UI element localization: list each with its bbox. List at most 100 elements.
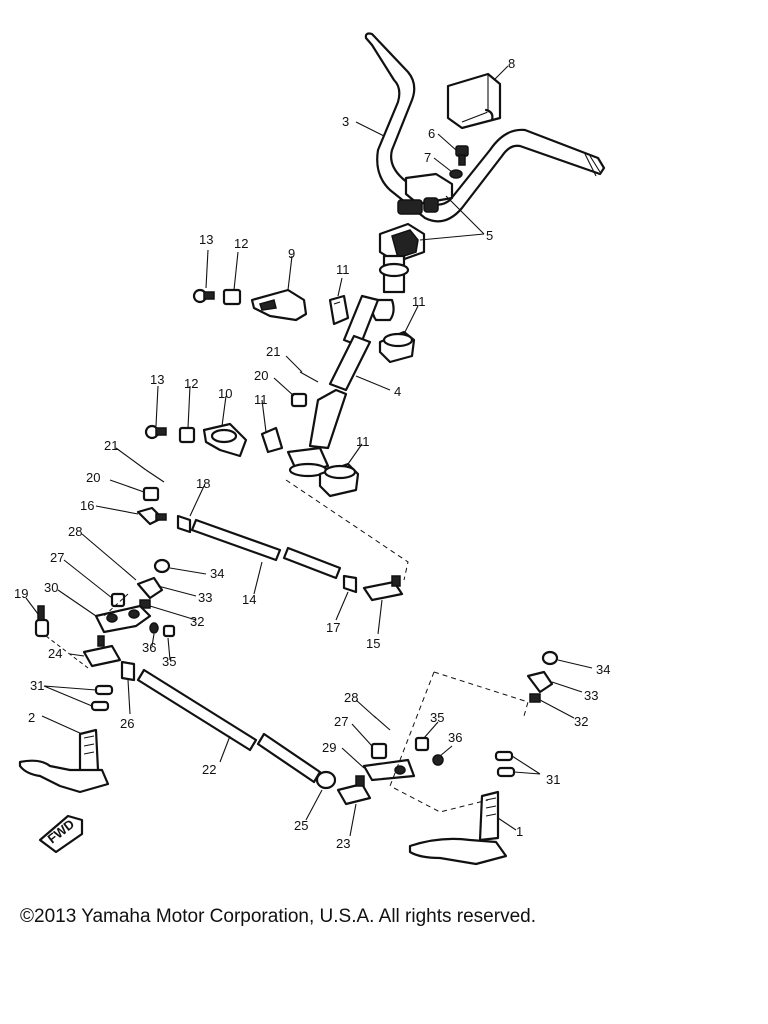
cotter-pin-28a (121, 567, 137, 581)
tie-rod-end-23 (336, 775, 372, 806)
washer-7 (449, 169, 463, 179)
part-label-13b: 13 (150, 372, 164, 387)
assembly-guides (45, 479, 529, 813)
part-label-27b: 27 (334, 714, 348, 729)
locknut-18 (176, 514, 192, 534)
part-label-33a: 33 (198, 590, 212, 605)
part-label-34a: 34 (210, 566, 224, 581)
pitman-arm-30 (94, 604, 152, 634)
column-clamp-11c (260, 426, 284, 454)
part-label-4: 4 (394, 384, 401, 399)
column-clamp-11d (318, 462, 360, 498)
part-label-10: 10 (218, 386, 232, 401)
bolt-13b (144, 424, 167, 440)
part-label-14: 14 (242, 592, 256, 607)
column-bracket-9 (250, 288, 308, 322)
cotter-pin-21a (299, 371, 319, 383)
washer-36a (149, 622, 159, 634)
part-labels: 8 3 6 7 5 13 12 9 11 11 21 20 4 13 12 10… (14, 56, 610, 851)
tie-rod-14 (190, 518, 342, 580)
locknut-26 (120, 660, 136, 682)
part-label-28b: 28 (344, 690, 358, 705)
part-label-8: 8 (508, 56, 515, 71)
nut-20a (290, 392, 308, 408)
part-label-5: 5 (486, 228, 493, 243)
bolt-19 (34, 605, 50, 638)
part-label-31a: 31 (30, 678, 44, 693)
part-label-16: 16 (80, 498, 94, 513)
part-label-17: 17 (326, 620, 340, 635)
tie-rod-end-24 (82, 635, 122, 668)
part-label-24: 24 (48, 646, 62, 661)
cotter-pin-21b (145, 469, 165, 483)
part-label-32a: 32 (190, 614, 204, 629)
part-label-35b: 35 (430, 710, 444, 725)
bolt-6 (455, 145, 469, 166)
steering-parts-diagram: FWD 8 3 6 7 5 13 12 9 11 11 21 20 4 13 1… (14, 32, 610, 866)
column-bracket-10 (202, 422, 248, 458)
tie-rod-22 (136, 668, 322, 784)
part-label-23: 23 (336, 836, 350, 851)
column-clamp-11a (328, 294, 350, 326)
nut-12a (222, 288, 242, 306)
part-label-36b: 36 (448, 730, 462, 745)
cap-34a (153, 558, 171, 574)
part-label-3: 3 (342, 114, 349, 129)
part-label-12a: 12 (234, 236, 248, 251)
part-label-26: 26 (120, 716, 134, 731)
part-label-2: 2 (28, 710, 35, 725)
part-label-6: 6 (428, 126, 435, 141)
handlebar (364, 32, 606, 223)
cap-34b (541, 650, 559, 666)
part-label-25: 25 (294, 818, 308, 833)
bolt-35b (414, 736, 430, 752)
part-label-1: 1 (516, 824, 523, 839)
part-label-12b: 12 (184, 376, 198, 391)
locknut-25 (315, 770, 337, 790)
part-label-19: 19 (14, 586, 28, 601)
part-label-11b: 11 (412, 294, 426, 309)
nut-32a (139, 599, 151, 609)
part-label-29: 29 (322, 740, 336, 755)
nut-20b (142, 486, 160, 502)
part-label-22: 22 (202, 762, 216, 777)
tie-rod-end-16 (136, 506, 167, 526)
nut-27a (110, 592, 126, 608)
ski-spindle-1 (408, 790, 508, 866)
handlebar-pad (446, 72, 502, 130)
part-label-28a: 28 (68, 524, 82, 539)
part-label-27a: 27 (50, 550, 64, 565)
part-label-13a: 13 (199, 232, 213, 247)
rod-end-33b (526, 670, 554, 694)
part-label-11c: 11 (254, 392, 268, 407)
knuckle-arm-29 (362, 758, 416, 782)
part-label-9: 9 (288, 246, 295, 261)
rod-end-33a (136, 576, 164, 600)
fwd-arrow-icon (38, 814, 84, 854)
part-label-34b: 34 (596, 662, 610, 677)
part-label-30: 30 (44, 580, 58, 595)
part-label-33b: 33 (584, 688, 598, 703)
leader-lines (25, 65, 593, 837)
bolt-13a (192, 288, 215, 304)
tie-rod-end-15 (362, 575, 404, 602)
part-label-11a: 11 (336, 262, 350, 277)
copyright-notice: ©2013 Yamaha Motor Corporation, U.S.A. A… (20, 906, 536, 927)
column-clamp-11b (378, 330, 416, 364)
part-label-36a: 36 (142, 640, 156, 655)
part-label-11d: 11 (356, 434, 370, 449)
handlebar-holder-upper (397, 172, 454, 215)
washer-36b (432, 754, 444, 766)
ski-spindle-2 (18, 728, 110, 794)
part-label-35a: 35 (162, 654, 176, 669)
bolt-35a (162, 624, 176, 638)
nut-27b (370, 742, 388, 760)
locknut-17 (342, 574, 358, 594)
part-label-21a: 21 (266, 344, 280, 359)
sleeve-31b (494, 750, 516, 778)
part-label-20b: 20 (86, 470, 100, 485)
part-label-31b: 31 (546, 772, 560, 787)
part-label-21b: 21 (104, 438, 118, 453)
part-label-15: 15 (366, 636, 380, 651)
part-label-18: 18 (196, 476, 210, 491)
